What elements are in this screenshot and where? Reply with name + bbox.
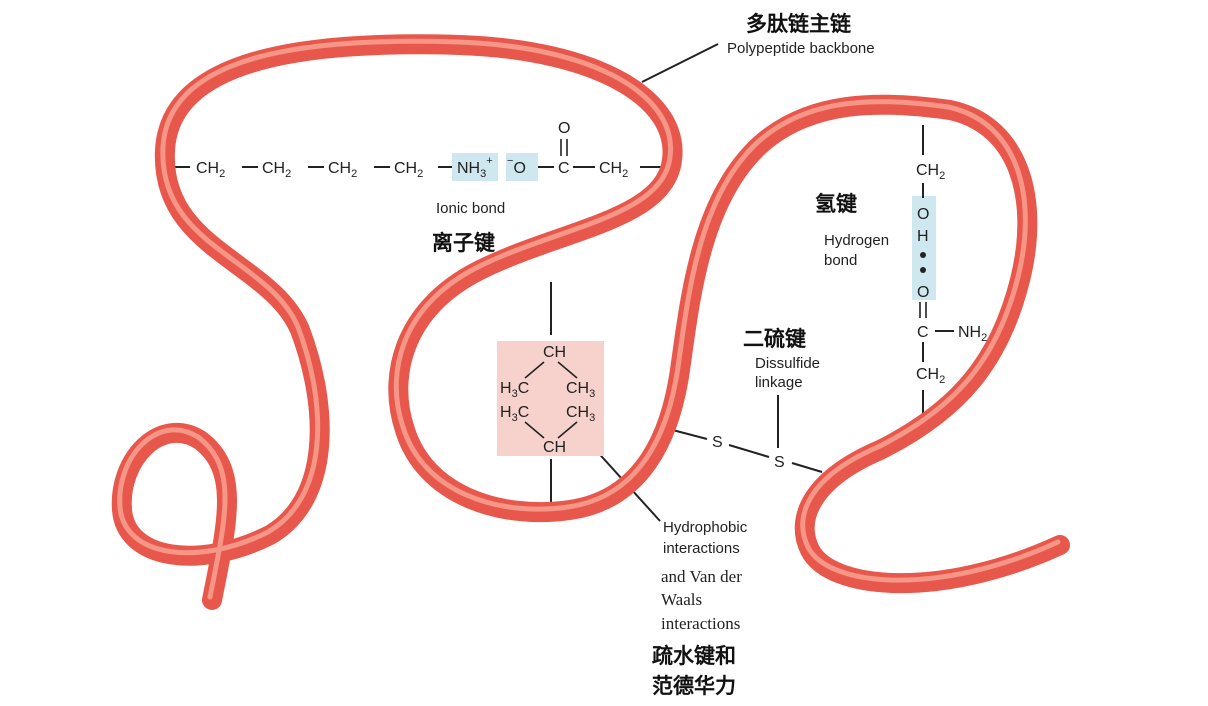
- hydrophobic-highlight-box: [497, 341, 604, 456]
- vdw-label-en-1: and Van der: [661, 567, 742, 586]
- hydrophobic-label-cn-1: 疏水键和: [652, 644, 736, 668]
- o-minus-highlight-box: [506, 153, 538, 181]
- svg-text:NH3+: NH3+: [457, 155, 493, 180]
- hydrophobic-label-en-2: interactions: [663, 540, 740, 557]
- backbone-label-cn: 多肽链主链: [746, 12, 852, 36]
- o-minus: O: [513, 160, 525, 177]
- vdw-label-en-3: interactions: [661, 614, 740, 633]
- svg-text:CH3: CH3: [566, 380, 595, 400]
- h-ch2-bottom: CH: [916, 366, 939, 383]
- svg-text:−O: −O: [507, 155, 526, 177]
- hydrogen-bond-column: CH2 O H O C NH2 CH2 氢键 Hydrogen bond: [815, 162, 987, 386]
- ionic-bond-label-cn: 离子键: [432, 231, 495, 255]
- svg-text:CH2: CH2: [916, 162, 945, 182]
- carbonyl-carbon: C: [558, 160, 570, 177]
- minus-charge: −: [507, 155, 513, 167]
- vdw-label-en-2: Waals: [661, 590, 702, 609]
- backbone-leader-line: [641, 43, 719, 83]
- h-oxygen-bottom: O: [917, 284, 929, 301]
- nh3-group: NH: [457, 160, 480, 177]
- hydrogen-bond-highlight-box: [912, 196, 936, 300]
- h-oxygen-top: O: [917, 206, 929, 223]
- hydrogen-bond-label-en-2: bond: [824, 252, 857, 269]
- polypeptide-backbone-tube: [111, 34, 1070, 610]
- ch2-1: CH: [196, 160, 219, 177]
- sulfur-2: S: [774, 454, 785, 471]
- ionic-bond-chain: CH2 CH2 CH2 CH2 NH3+ −O C O CH2 Ionic bo…: [196, 120, 628, 255]
- h-carbon: C: [917, 324, 929, 341]
- ch2-2: CH: [262, 160, 285, 177]
- nh3-highlight-box: [452, 153, 498, 181]
- ionic-bond-label-en: Ionic bond: [436, 200, 505, 217]
- hydrophobic-label-cn-2: 范德华力: [652, 674, 736, 698]
- disulfide-right-bond: [791, 462, 823, 473]
- backbone-label-en: Polypeptide backbone: [727, 40, 875, 57]
- disulfide-middle-bond: [728, 444, 770, 458]
- hydrogen-bond-label-en-1: Hydrogen: [824, 232, 889, 249]
- disulfide-linkage: S S 二硫键 Dissulfide linkage: [712, 327, 820, 471]
- svg-text:CH2: CH2: [599, 160, 628, 180]
- carbonyl-oxygen: O: [558, 120, 570, 137]
- svg-text:H3C: H3C: [500, 380, 529, 400]
- hydrophobic-label-en-1: Hydrophobic: [663, 519, 748, 536]
- h-nh2: NH: [958, 324, 981, 341]
- disulfide-label-en-2: linkage: [755, 374, 803, 391]
- disulfide-label-en-1: Dissulfide: [755, 355, 820, 372]
- svg-text:CH2: CH2: [262, 160, 291, 180]
- hydrophobic-ch-top: CH: [543, 344, 566, 361]
- svg-text:CH2: CH2: [196, 160, 225, 180]
- ch2-4: CH: [394, 160, 417, 177]
- sulfur-1: S: [712, 434, 723, 451]
- h-ch2-top: CH: [916, 162, 939, 179]
- h-hydrogen: H: [917, 228, 929, 245]
- svg-text:NH2: NH2: [958, 324, 987, 344]
- svg-text:CH2: CH2: [916, 366, 945, 386]
- svg-text:CH3: CH3: [566, 404, 595, 424]
- h-bond-dot-1: [920, 252, 926, 258]
- disulfide-label-cn: 二硫键: [743, 327, 806, 351]
- ch2-3: CH: [328, 160, 351, 177]
- hydrogen-bond-label-cn: 氢键: [815, 192, 857, 216]
- hydrophobic-ch-bottom: CH: [543, 439, 566, 456]
- svg-text:H3C: H3C: [500, 404, 529, 424]
- ch2-end: CH: [599, 160, 622, 177]
- hydrophobic-group: CH H3C CH3 H3C CH3 CH Hydrophobic intera…: [500, 344, 748, 698]
- h-bond-dot-2: [920, 267, 926, 273]
- svg-text:CH2: CH2: [328, 160, 357, 180]
- svg-text:CH2: CH2: [394, 160, 423, 180]
